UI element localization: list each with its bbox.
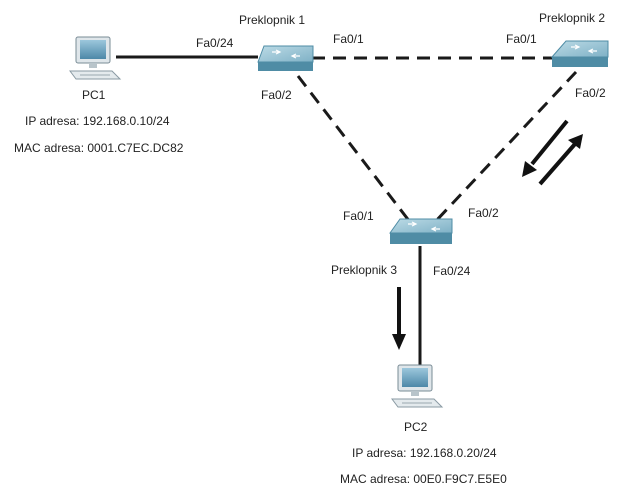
arrow-up-right [538,134,583,186]
port-label-s3-fa0-2: Fa0/2 [468,206,499,220]
link-switch2-switch3 [433,70,578,224]
pc1-computer-icon[interactable] [69,36,122,80]
pc1-mac-address: MAC adresa: 0001.C7EC.DC82 [14,141,184,155]
switch-3-label: Preklopnik 3 [331,263,398,277]
port-label-s1-fa0-2: Fa0/2 [261,88,292,102]
port-label-s2-fa0-1: Fa0/1 [506,32,537,46]
switch-2-icon[interactable] [550,40,609,67]
switch-3-icon[interactable] [389,218,453,244]
port-label-s1-fa0-1: Fa0/1 [333,32,364,46]
link-switch1-switch3 [296,75,412,223]
switch-1-icon[interactable] [257,45,314,71]
pc2-label: PC2 [404,420,428,434]
port-label-s1-fa0-24: Fa0/24 [196,36,234,50]
arrow-down [392,287,406,350]
switch-2-label: Preklopnik 2 [539,11,606,25]
pc1-ip-address: IP adresa: 192.168.0.10/24 [25,114,170,128]
arrow-down-left [522,119,569,177]
pc2-computer-icon[interactable] [391,364,444,408]
port-label-s2-fa0-2: Fa0/2 [575,86,606,100]
pc2-mac-address: MAC adresa: 00E0.F9C7.E5E0 [340,472,507,486]
pc2-ip-address: IP adresa: 192.168.0.20/24 [352,446,497,460]
port-label-s3-fa0-1: Fa0/1 [343,209,374,223]
switch-1-label: Preklopnik 1 [239,13,306,27]
pc1-label: PC1 [82,88,106,102]
port-label-s3-fa0-24: Fa0/24 [433,264,471,278]
